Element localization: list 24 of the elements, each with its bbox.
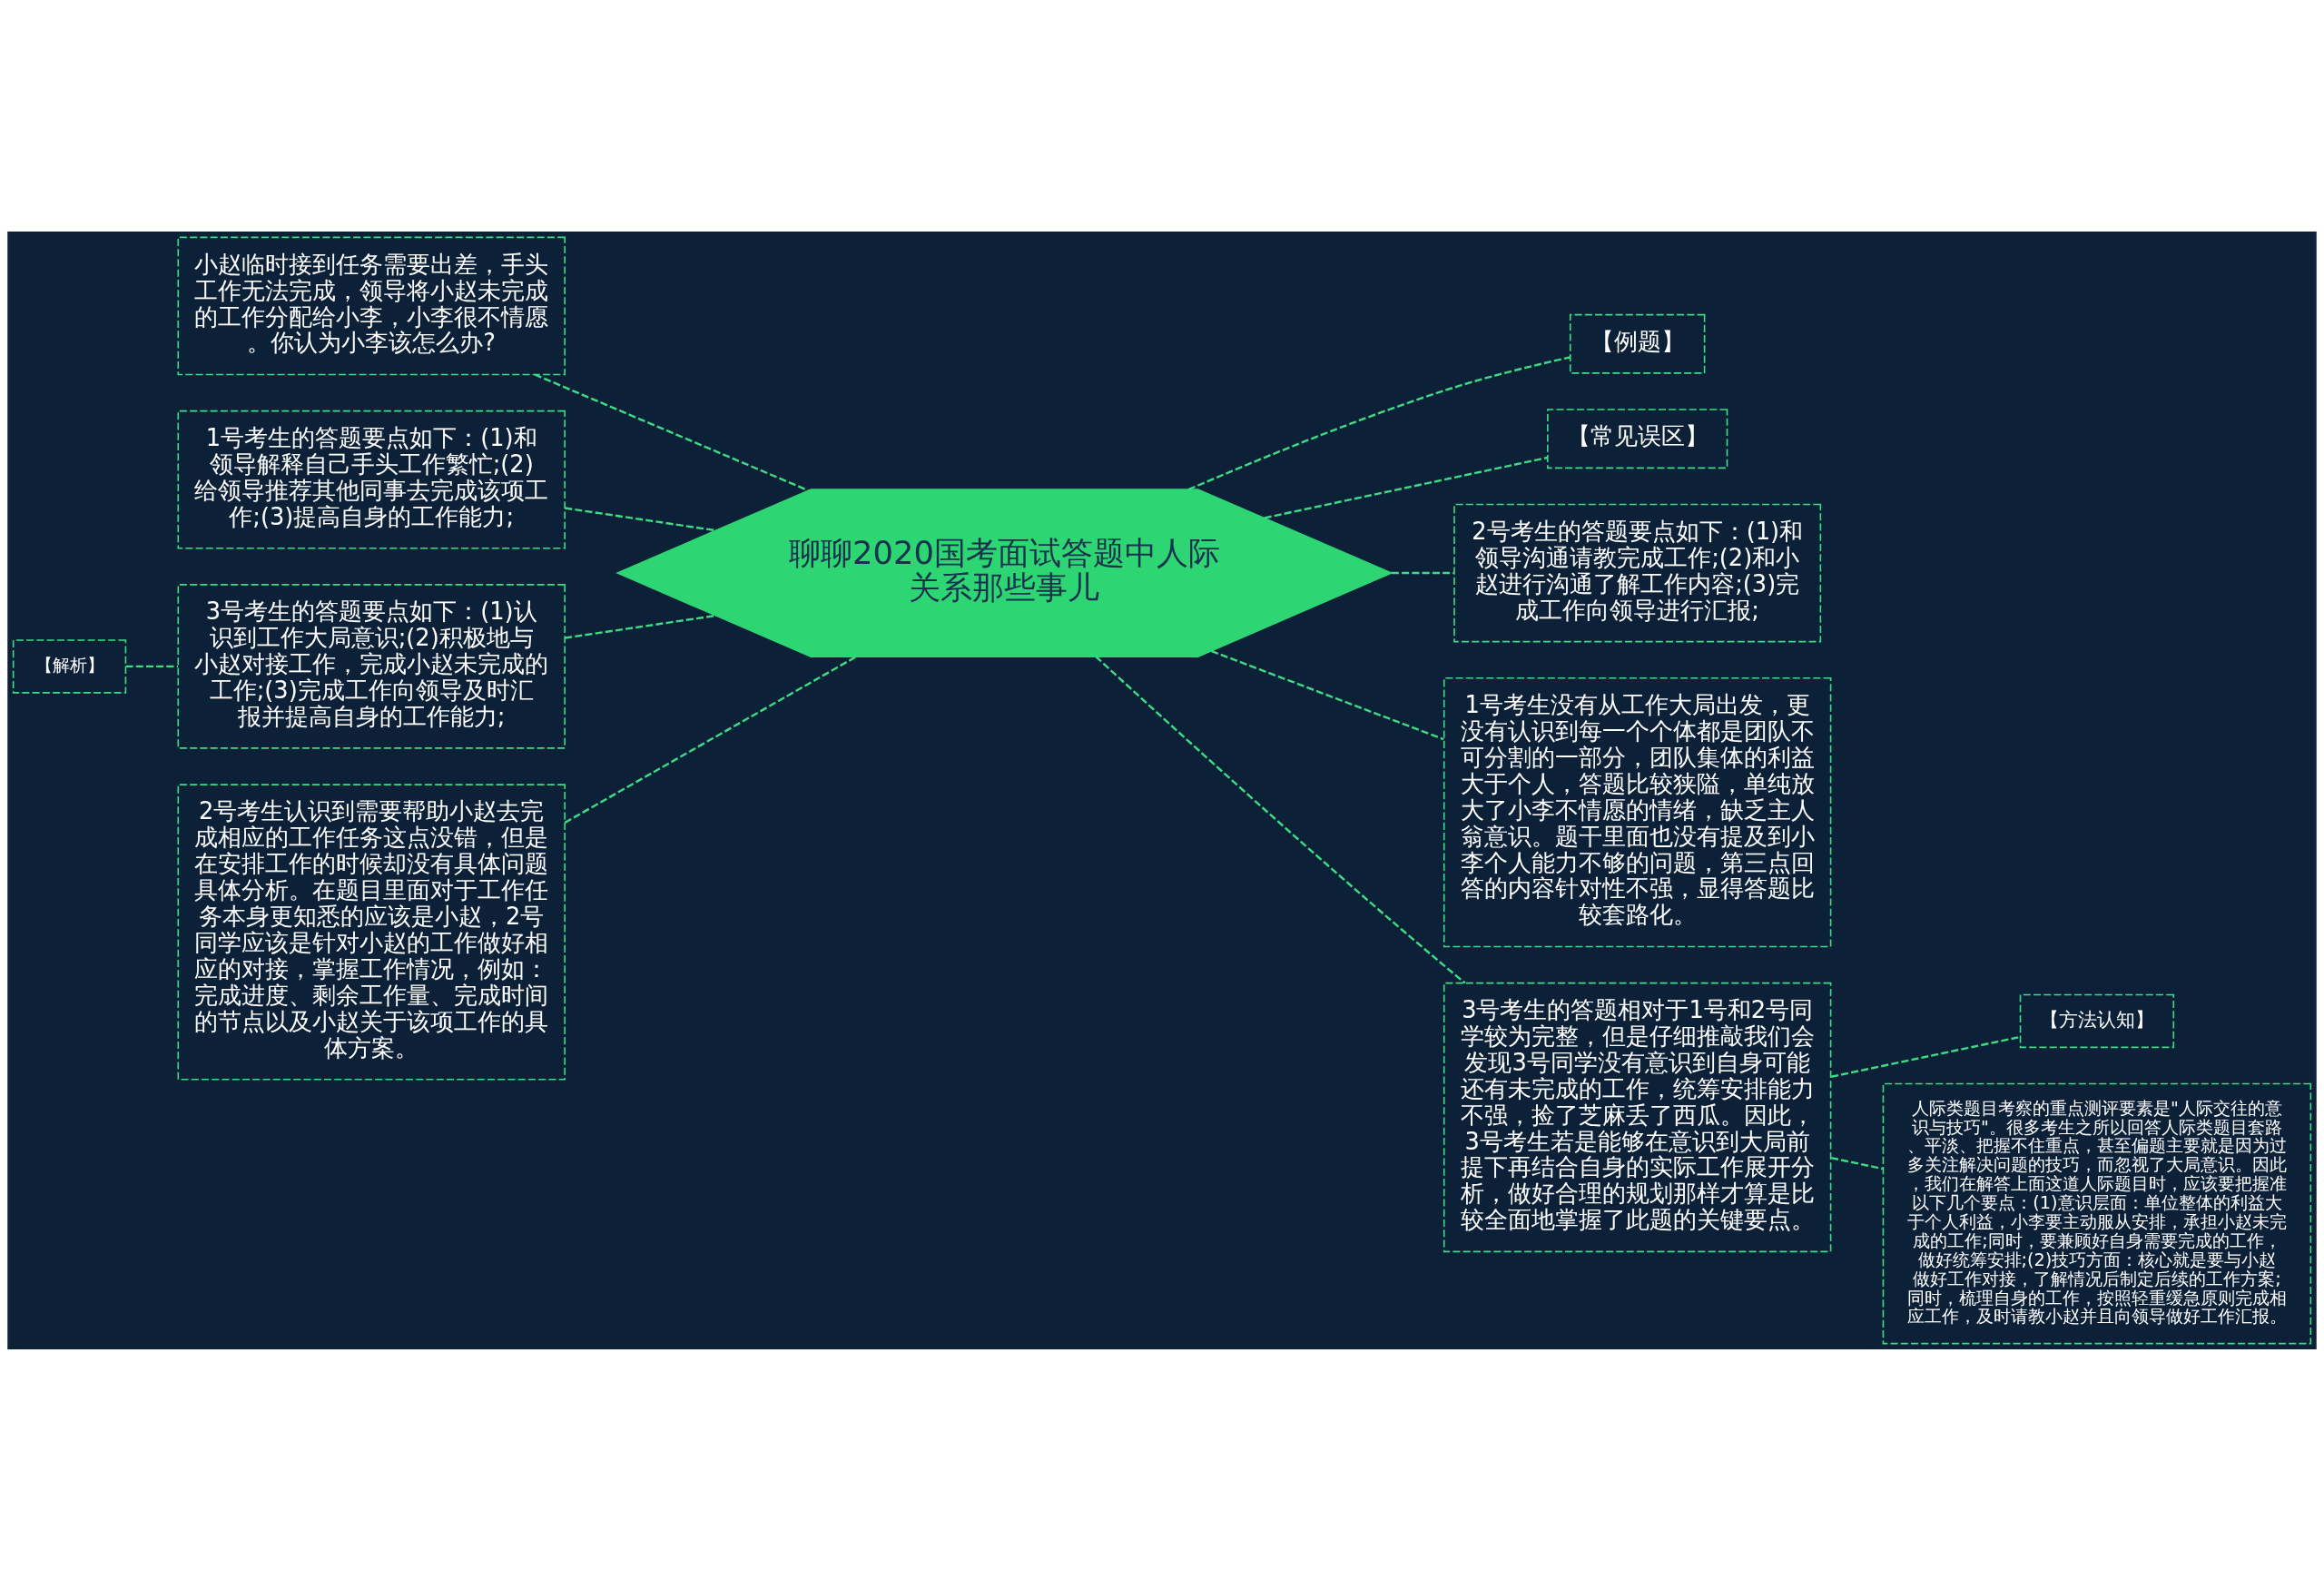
connector [125,665,178,667]
node-box: 1号考生的答题要点如下：(1)和领导解释自己手头工作繁忙;(2)给领导推荐其他同事去完成该项工作;(3)提高自身的工作能力; [177,410,566,549]
node-box: 3号考生的答题相对于1号和2号同学较为完整，但是仔细推敲我们会发现3号同学没有意识到自身可能还有未完成的工作，统筹安排能力不强，捡了芝麻丢了西瓜。因此，3号考生若是能够在意识到大局前提下再结合自身的实际工作展开分析，做好合理的规划那样才算是比较全面地掌握了此题的关键要点。 [1443,982,1832,1252]
connector [1830,1035,2021,1078]
connector [1095,655,1466,983]
connector [565,614,716,639]
connector [1830,1156,1884,1170]
node-box: 人际类题目考察的重点测评要素是"人际交往的意识与技巧"。很多考生之所以回答人际类题目套路、平淡、把握不住重点，甚至偏题主要就是因为过多关注解决问题的技巧，而忽视了大局意识。因此，我们在解答上面这道人际题目时，应该要把握准以下几个要点：(1)意识层面：单位整体的利益大于个人利益，小李要主动服从安排，承担小赵未完成的工作;同时，要兼顾好自身需要完成的工作，做好统筹安排;(2)技巧方面：核心就是要与小赵做好工作对接，了解情况后制定后续的工作方案;同时，梳理自身的工作，按照轻重缓急原则完成相应工作，及时请教小赵并且向领导做好工作汇报。 [1882,1082,2312,1344]
connector [534,372,809,491]
node-box: 【方法认知】 [2019,993,2175,1048]
connector [564,655,858,824]
connector [1187,355,1571,490]
node-box: 小赵临时接到任务需要出差，手头工作无法完成，领导将小赵未完成的工作分配给小李，小李很不情愿。你认为小李该怎么办? [177,236,566,375]
node-box: 【常见误区】 [1547,408,1728,469]
connector [1264,456,1548,519]
node-box: 3号考生的答题要点如下：(1)认识到工作大局意识;(2)积极地与小赵对接工作，完成小赵未完成的工作;(3)完成工作向领导及时汇报并提高自身的工作能力; [177,583,566,749]
connector [1391,571,1454,574]
connector [565,506,716,531]
node-box: 1号考生没有从工作大局出发，更没有认识到每一个个体都是团队不可分割的一部分，团队集体的利益大于个人，答题比较狭隘，单纯放大了小李不情愿的情绪，缺乏主人翁意识。题干里面也没有提及到小李个人能力不够的问题，第三点回答的内容针对性不强，显得答题比较套路化。 [1443,676,1832,947]
connector [1210,649,1444,740]
node-box: 【解析】 [12,638,127,694]
node-box: 2号考生认识到需要帮助小赵去完成相应的工作任务这点没错，但是在安排工作的时候却没有具体问题具体分析。在题目里面对于工作任务本身更知悉的应该是小赵，2号同学应该是针对小赵的工作做好相应的对接，掌握工作情况，例如：完成进度、剩余工作量、完成时间的节点以及小赵关于该项工作的具体方案。 [177,783,566,1080]
node-box: 2号考生的答题要点如下：(1)和领导沟通请教完成工作;(2)和小赵进行沟通了解工作内容;(3)完成工作向领导进行汇报; [1453,503,1822,642]
node-box: 【例题】 [1569,313,1706,374]
